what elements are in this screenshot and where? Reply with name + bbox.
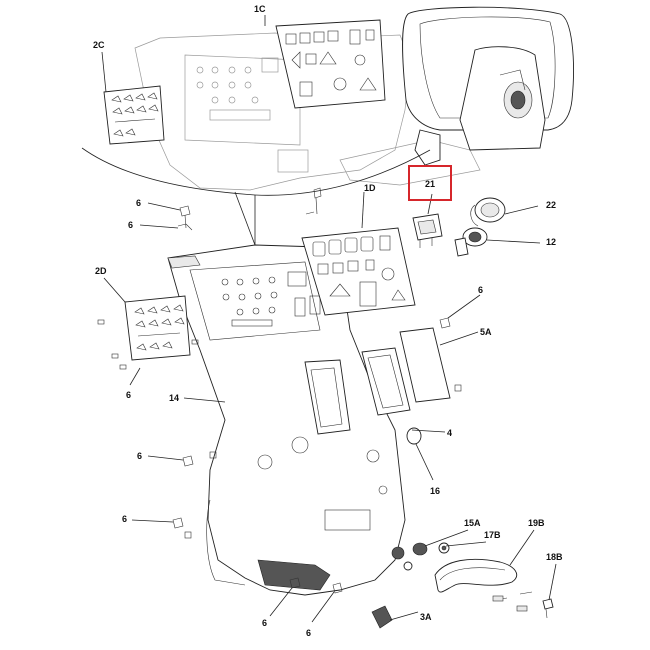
fasteners-6: [172, 187, 462, 594]
relay-21: [412, 213, 443, 248]
decal-2c: [103, 85, 165, 145]
decal-1c: [275, 19, 386, 109]
label-2d: 2D: [95, 266, 107, 276]
plug-15a: [391, 542, 428, 560]
label-6-d: 6: [126, 390, 131, 400]
label-6-e: 6: [137, 451, 142, 461]
label-3a: 3A: [420, 612, 432, 622]
connector-12: [454, 227, 488, 257]
inset-outline: [81, 147, 431, 246]
decal-1d: [301, 227, 416, 316]
label-4: 4: [447, 428, 452, 438]
callout-labels: 1C 2C 1D 2D 21 22 12 6 6 6 6 6 6 6 6 5A …: [93, 4, 563, 638]
label-6-f: 6: [122, 514, 127, 524]
label-15a: 15A: [464, 518, 481, 528]
label-2c: 2C: [93, 40, 105, 50]
label-6-c: 6: [478, 285, 483, 295]
main-console-14: [167, 244, 406, 596]
seat-assembly: [402, 6, 574, 166]
leader-lines: [101, 15, 557, 623]
grommet-16: [406, 427, 422, 445]
label-6-a: 6: [136, 198, 141, 208]
label-6-b: 6: [128, 220, 133, 230]
clip-17b: [403, 542, 450, 571]
label-22: 22: [546, 200, 556, 210]
plate-4: [361, 347, 411, 416]
bolt-18b: [542, 598, 554, 619]
cap-22: [470, 197, 506, 227]
label-17b: 17B: [484, 530, 501, 540]
label-6-g: 6: [262, 618, 267, 628]
upper-console-background: [134, 32, 481, 191]
decal-2d: [97, 295, 199, 370]
knob-3a: [371, 605, 393, 629]
highlight-box-21: [408, 165, 452, 201]
label-18b: 18B: [546, 552, 563, 562]
label-5a: 5A: [480, 327, 492, 337]
label-1c: 1C: [254, 4, 266, 14]
cover-5a: [399, 327, 451, 403]
label-12: 12: [546, 237, 556, 247]
label-1d: 1D: [364, 183, 376, 193]
label-6-h: 6: [306, 628, 311, 638]
label-19b: 19B: [528, 518, 545, 528]
label-21: 21: [425, 179, 435, 189]
hose-19b: [434, 558, 533, 612]
label-14: 14: [169, 393, 179, 403]
label-16: 16: [430, 486, 440, 496]
